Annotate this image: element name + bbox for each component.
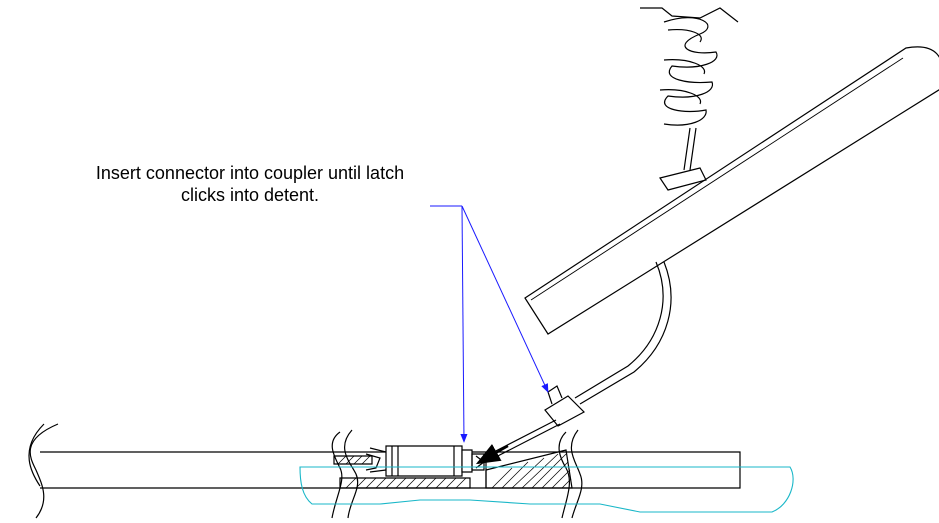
callout-leaders — [430, 205, 549, 443]
coupler-hatching — [333, 449, 573, 489]
connector-body — [475, 385, 585, 465]
instruction-callout: Insert connector into coupler until latc… — [0, 162, 500, 212]
cable — [574, 261, 672, 405]
probe-handle — [524, 46, 939, 335]
hidden-outline — [299, 466, 794, 513]
callout-text-line-2: clicks into detent. — [180, 185, 320, 205]
callout-text-line-1: Insert connector into coupler until latc… — [95, 163, 405, 183]
coiled-cord — [640, 7, 739, 171]
